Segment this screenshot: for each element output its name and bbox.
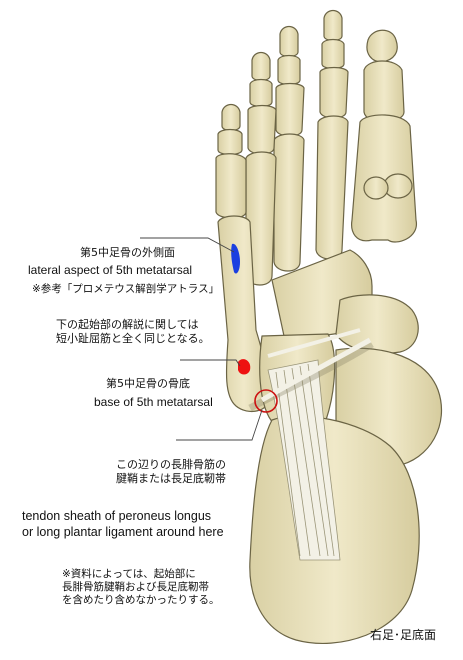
toe4-proximal [247,104,277,155]
lateral-aspect-label-ja: 第5中足骨の外側面 [80,246,175,259]
base-label-ja: 第5中足骨の骨底 [106,377,190,390]
toe4-middle [249,78,273,108]
sheath-label-ja: この辺りの長腓骨筋の 腱鞘または長足底靭帯 [116,458,226,486]
view-caption: 右足･足底面 [370,628,437,642]
base-label-en: base of 5th metatarsal [94,395,213,409]
hallux-distal-phalanx [366,29,398,63]
toe5-middle [217,128,243,156]
sheath-label-ja-line2: 腱鞘または長足底靭帯 [116,472,226,485]
source-note: ※資料によっては、起始部に 長腓骨筋腱鞘および長足底靭帯 を含めたり含めなかった… [62,568,220,607]
source-note-line1: ※資料によっては、起始部に [62,568,196,580]
sheath-label-en-line1: tendon sheath of peroneus longus [22,509,212,523]
origin-circle [254,389,278,413]
peroneus-longus-tendon [248,341,374,412]
origin-note-line1: 下の起始部の解説に関しては [56,318,199,331]
toe2-distal [323,9,343,42]
source-note-line2: 長腓骨筋腱鞘および長足底靭帯 [62,581,209,593]
source-note-line3: を含めたり含めなかったりする。 [62,594,220,606]
sheath-label-ja-line1: この辺りの長腓骨筋の [116,458,226,471]
origin-note: 下の起始部の解説に関しては 短小趾屈筋と全く同じとなる。 [56,318,210,346]
origin-note-line2: 短小趾屈筋と全く同じとなる。 [56,332,210,345]
navicular [335,294,419,354]
sheath-label-en-line2: or long plantar ligament around here [22,525,224,539]
toe3-distal [279,25,299,58]
toe2-middle [321,38,345,70]
first-metatarsal [351,114,417,243]
hallux-proximal-phalanx [363,60,405,123]
reference-note: ※参考「プロメテウス解剖学アトラス」 [32,283,220,295]
third-metatarsal [273,133,305,272]
sesamoid-lateral [363,176,389,200]
second-metatarsal [315,115,349,260]
long-plantar-ligament [267,359,341,561]
sheath-label-en: tendon sheath of peroneus longus or long… [22,508,224,540]
toe5-distal [221,103,241,132]
lateral-aspect-label-en: lateral aspect of 5th metatarsal [28,263,193,277]
tendons [248,328,374,561]
toe2-proximal [319,66,349,119]
base-marker [238,359,251,375]
toe5-proximal [215,153,247,219]
toe3-proximal [275,82,305,137]
leader-lines [140,237,263,441]
toe3-middle [277,54,301,86]
toe4-distal [251,51,271,82]
